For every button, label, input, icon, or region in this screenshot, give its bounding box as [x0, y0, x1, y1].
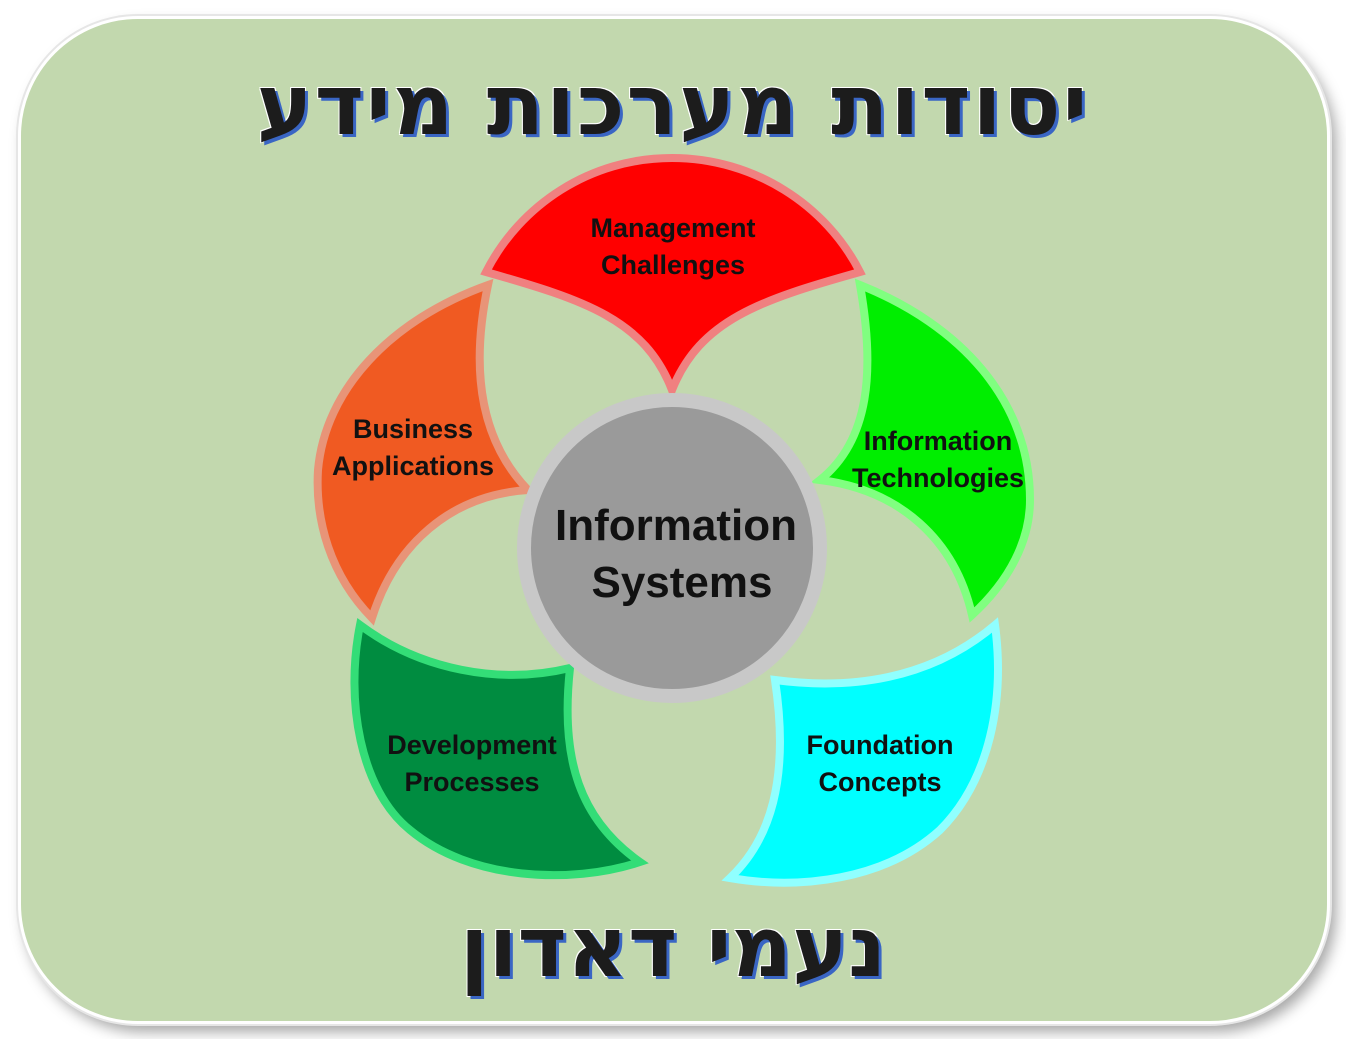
petal-label-business-1: Business: [353, 414, 473, 444]
petal-label-management-1: Management: [590, 213, 755, 243]
petal-label-foundation-2: Concepts: [818, 767, 941, 797]
center-label-1: Information: [555, 501, 797, 550]
petal-label-business-2: Applications: [332, 451, 494, 481]
petal-foundation-concepts: [721, 617, 1002, 887]
petal-label-foundation-1: Foundation: [807, 730, 954, 760]
petal-label-it-1: Information: [864, 426, 1013, 456]
petal-label-development-1: Development: [387, 730, 557, 760]
petal-label-it-2: Technologies: [852, 463, 1024, 493]
petal-development-processes: [350, 617, 649, 880]
petal-information-technologies: [810, 278, 1035, 623]
author-name: נעמי דאדון: [459, 898, 887, 996]
center-label-2: Systems: [591, 558, 772, 607]
petal-management-challenges: [480, 153, 866, 401]
petal-business-applications: [313, 278, 537, 626]
slide-title: יסודות מערכות מידע: [256, 56, 1090, 154]
petal-label-management-2: Challenges: [601, 250, 745, 280]
center-circle: [517, 393, 827, 703]
petal-label-development-2: Processes: [404, 767, 539, 797]
